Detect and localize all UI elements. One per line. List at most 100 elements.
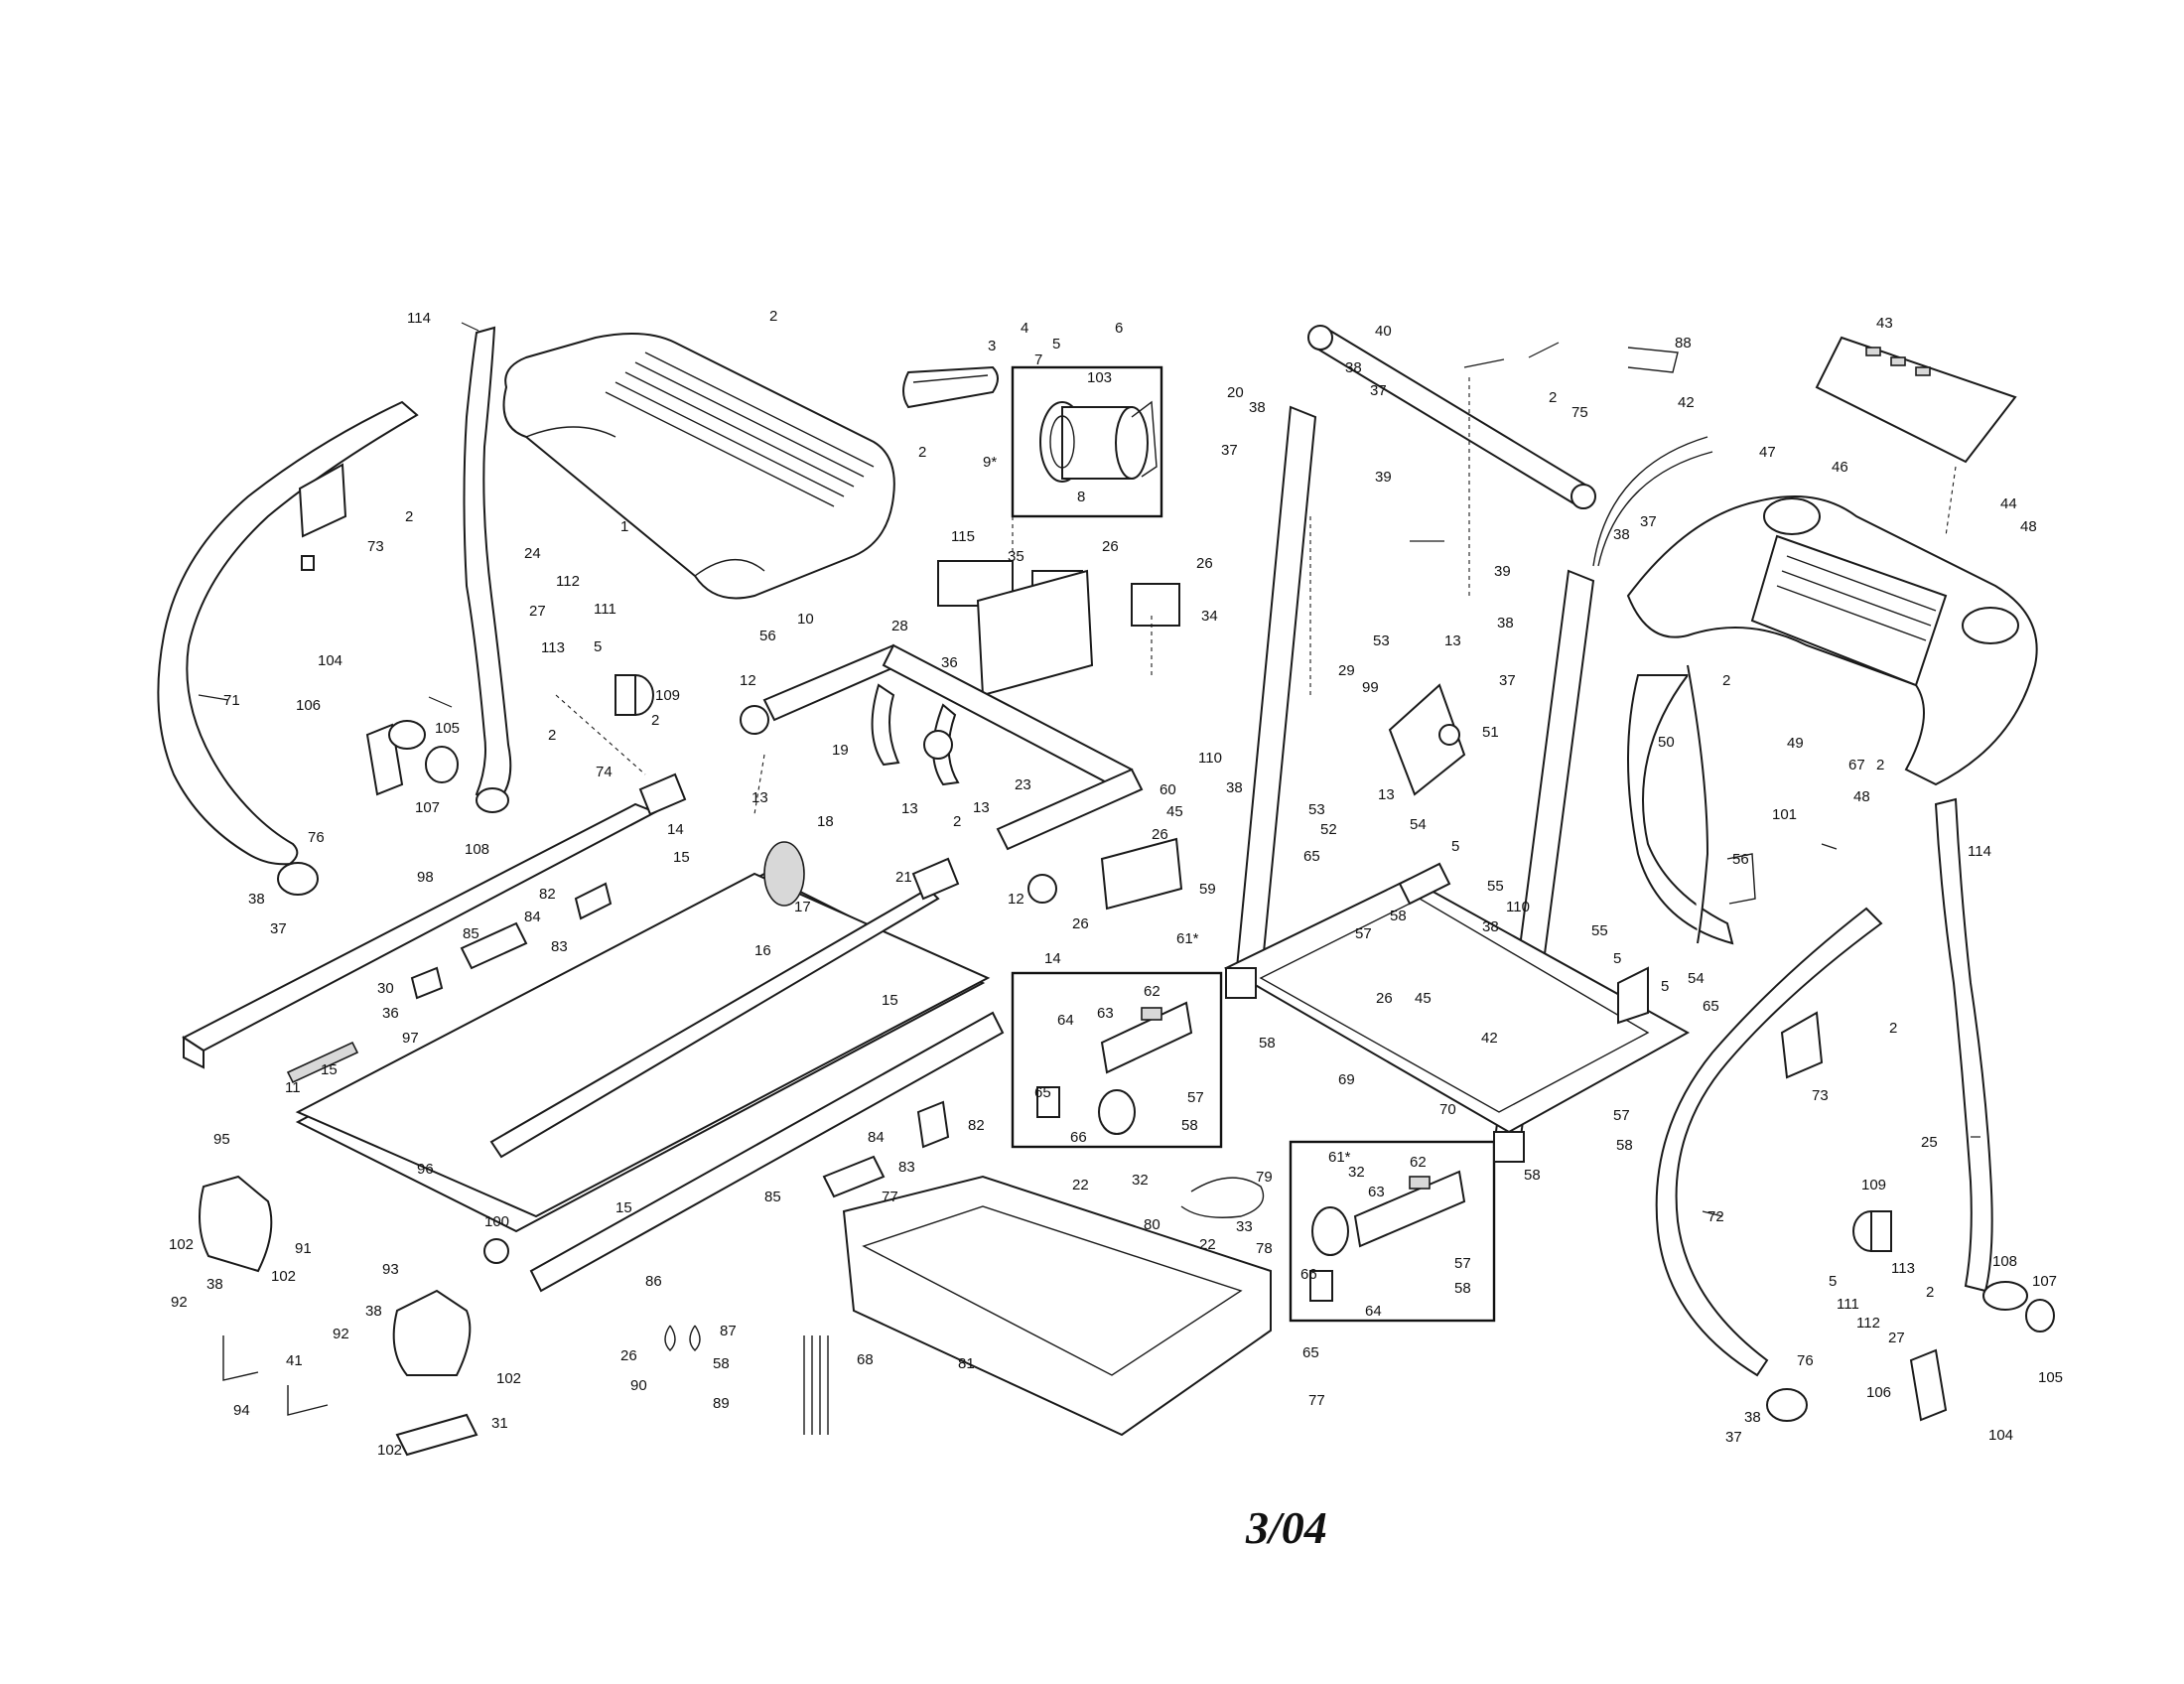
- base-frame-69: [1223, 877, 1691, 1163]
- part-callout-5: 5: [594, 638, 602, 655]
- part-callout-3: 3: [988, 338, 996, 354]
- foot-85-left: [460, 921, 528, 970]
- part-callout-55: 55: [1591, 922, 1608, 939]
- part-callout-112: 112: [556, 573, 580, 590]
- part-callout-24: 24: [524, 545, 541, 562]
- part-callout-58: 58: [1616, 1137, 1633, 1154]
- part-callout-13: 13: [1444, 632, 1461, 649]
- part-callout-48: 48: [2020, 518, 2037, 535]
- upright-crossbar-40: [1307, 325, 1596, 509]
- part-callout-103: 103: [1087, 369, 1112, 386]
- part-callout-54: 54: [1688, 970, 1705, 987]
- part-callout-67: 67: [1848, 757, 1865, 773]
- part-callout-102: 102: [496, 1370, 521, 1387]
- wire-harness-79: [1180, 1177, 1265, 1218]
- part-callout-45: 45: [1415, 990, 1432, 1007]
- part-callout-66: 66: [1300, 1266, 1317, 1283]
- key-41: [287, 1385, 329, 1416]
- part-callout-37: 37: [1640, 513, 1657, 530]
- part-callout-109: 109: [1861, 1177, 1886, 1193]
- part-callout-58: 58: [1390, 908, 1407, 924]
- part-callout-38: 38: [1497, 615, 1514, 632]
- part-callout-76: 76: [1797, 1352, 1814, 1369]
- part-callout-75: 75: [1571, 404, 1588, 421]
- bracket-82-right: [916, 1100, 950, 1149]
- roller-inset-box-left: [1011, 971, 1223, 1149]
- motor-inset-box: [1011, 365, 1163, 518]
- part-callout-31: 31: [491, 1415, 508, 1432]
- part-callout-20: 20: [1227, 384, 1244, 401]
- part-callout-5: 5: [1052, 336, 1060, 352]
- part-callout-2: 2: [1876, 757, 1884, 773]
- part-callout-46: 46: [1832, 459, 1848, 476]
- part-callout-82: 82: [968, 1117, 985, 1134]
- part-callout-37: 37: [1221, 442, 1238, 459]
- part-callout-84: 84: [868, 1129, 885, 1146]
- part-callout-58: 58: [1181, 1117, 1198, 1134]
- part-callout-38: 38: [1744, 1409, 1761, 1426]
- part-callout-57: 57: [1613, 1107, 1630, 1124]
- part-callout-45: 45: [1166, 803, 1183, 820]
- part-callout-2: 2: [953, 813, 961, 830]
- allen-wrench-94: [222, 1335, 259, 1381]
- part-callout-110: 110: [1198, 750, 1222, 767]
- drive-belt-3: [902, 365, 999, 409]
- part-callout-39: 39: [1375, 469, 1392, 486]
- part-callout-89: 89: [713, 1395, 730, 1412]
- part-callout-30: 30: [377, 980, 394, 997]
- part-callout-28: 28: [891, 618, 908, 634]
- part-callout-40: 40: [1375, 323, 1392, 340]
- part-callout-27: 27: [1888, 1330, 1905, 1346]
- right-clamp-105: [1909, 1348, 1948, 1422]
- part-callout-57: 57: [1355, 925, 1372, 942]
- left-clamp-105: [365, 720, 426, 796]
- part-callout-65: 65: [1034, 1084, 1051, 1101]
- part-callout-5: 5: [1613, 950, 1621, 967]
- part-callout-5: 5: [1829, 1273, 1837, 1290]
- part-callout-106: 106: [1866, 1384, 1891, 1401]
- rear-foot-31: [395, 1413, 478, 1457]
- part-callout-104: 104: [1988, 1427, 2013, 1444]
- part-callout-108: 108: [465, 841, 489, 858]
- part-callout-110: 110: [1506, 899, 1530, 915]
- part-callout-52: 52: [1320, 821, 1337, 838]
- part-callout-66: 66: [1070, 1129, 1087, 1146]
- part-callout-26: 26: [620, 1347, 637, 1364]
- part-callout-7: 7: [1034, 351, 1042, 368]
- part-callout-58: 58: [1454, 1280, 1471, 1297]
- part-callout-59: 59: [1199, 881, 1216, 898]
- part-callout-16: 16: [754, 942, 771, 959]
- part-callout-63: 63: [1368, 1184, 1385, 1200]
- part-callout-10: 10: [797, 611, 814, 628]
- part-callout-26: 26: [1102, 538, 1119, 555]
- part-callout-47: 47: [1759, 444, 1776, 461]
- part-callout-96: 96: [417, 1161, 434, 1178]
- part-callout-38: 38: [248, 891, 265, 908]
- part-callout-62: 62: [1144, 983, 1160, 1000]
- part-callout-38: 38: [1613, 526, 1630, 543]
- part-callout-60: 60: [1160, 781, 1176, 798]
- cushion-11: [286, 1041, 359, 1084]
- part-callout-53: 53: [1373, 632, 1390, 649]
- part-callout-106: 106: [296, 697, 321, 714]
- part-callout-115: 115: [951, 528, 975, 545]
- part-callout-57: 57: [1454, 1255, 1471, 1272]
- part-callout-26: 26: [1152, 826, 1168, 843]
- part-callout-58: 58: [1524, 1167, 1541, 1184]
- part-callout-88: 88: [1675, 335, 1692, 351]
- part-callout-73: 73: [367, 538, 384, 555]
- part-callout-44: 44: [2000, 495, 2017, 512]
- part-callout-87: 87: [720, 1323, 737, 1339]
- left-sleeve-107: [425, 746, 459, 783]
- right-handrail-72: [1655, 907, 1883, 1377]
- right-endcap-93: [392, 1289, 472, 1376]
- part-callout-78: 78: [1256, 1240, 1273, 1257]
- console-handlebar-50: [1627, 664, 1734, 945]
- part-callout-107: 107: [415, 799, 440, 816]
- bracket-30: [410, 966, 444, 1000]
- part-callout-112: 112: [1856, 1315, 1880, 1332]
- front-roller-63-left: [1036, 1001, 1193, 1135]
- part-callout-5: 5: [1661, 978, 1669, 995]
- part-callout-25: 25: [1921, 1134, 1938, 1151]
- part-callout-93: 93: [382, 1261, 399, 1278]
